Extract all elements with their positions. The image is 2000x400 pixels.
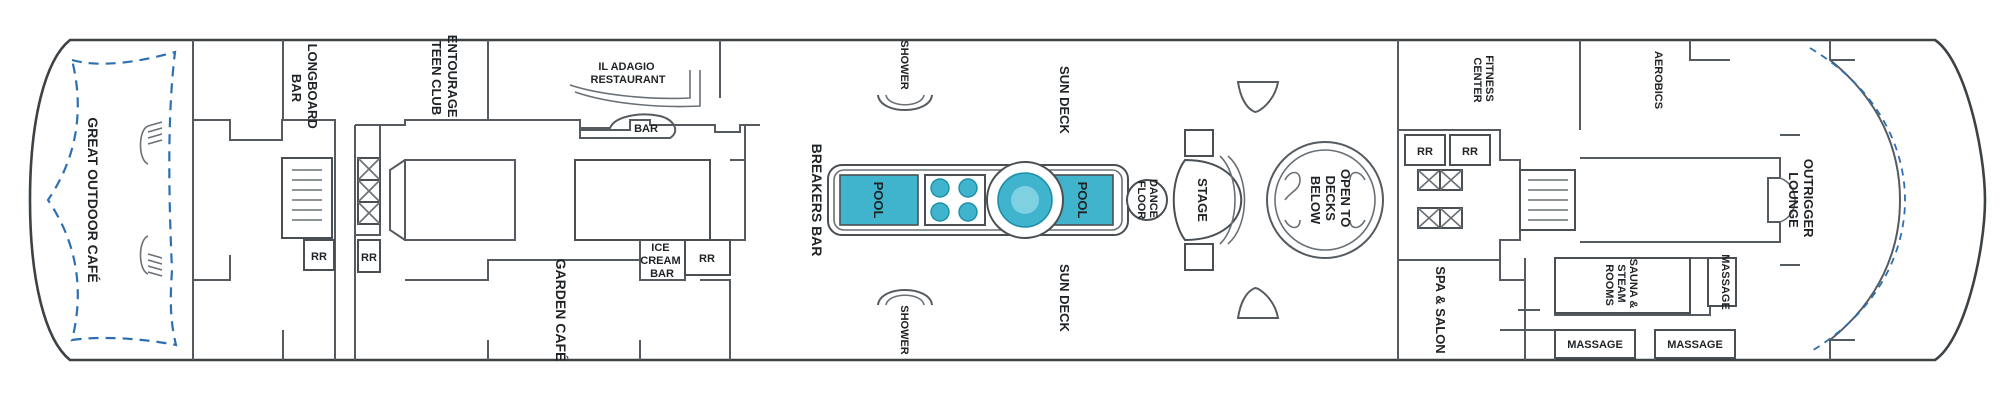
restroom-1 — [303, 239, 335, 271]
pool-left-label: POOL — [871, 182, 886, 219]
shower-upper-label: SHOWER — [898, 40, 910, 90]
breakers-bar-label: BREAKERS BAR — [809, 144, 825, 257]
massage-room-2 — [1554, 329, 1636, 359]
longboard-bar-label: LONGBOARD BAR — [289, 44, 320, 133]
massage-room-1 — [1707, 257, 1737, 307]
massage-room-1-label: MASSAGE — [1719, 254, 1731, 310]
outdoor-cafe-dashed-boundary — [46, 50, 178, 347]
shower-upper: SHOWER — [877, 40, 933, 111]
elevator-bank-aft — [357, 157, 381, 225]
atrium-opening — [1266, 141, 1384, 259]
restroom-2 — [357, 239, 381, 273]
restroom-5-label: RR — [1462, 146, 1478, 158]
bar-counter — [579, 113, 677, 139]
great-outdoor-cafe-label: GREAT OUTDOOR CAFÉ — [85, 117, 101, 282]
massage-room-3-label: MASSAGE — [1667, 339, 1723, 351]
cafe-bench-upper — [139, 121, 163, 165]
shower-lower: SHOWER — [877, 289, 933, 355]
aft-structure-walls — [192, 40, 336, 360]
teen-club-room — [389, 159, 516, 241]
il-adagio-label: IL ADAGIO RESTAURANT — [591, 61, 666, 86]
outrigger-lounge-label: OUTRIGGER LOUNGE — [1786, 159, 1816, 241]
open-to-decks-below-label: OPEN TO DECKS BELOW — [1308, 169, 1353, 231]
stage-side-bench-lower — [1236, 286, 1280, 319]
pool-deck-inner — [833, 169, 1123, 231]
aerobics-label: AEROBICS — [1652, 51, 1664, 109]
ice-cream-bar-label: ICE CREAM BAR — [640, 242, 683, 280]
sun-deck-upper-label: SUN DECK — [1057, 66, 1072, 135]
bow-dashed-boundary — [1809, 47, 1906, 353]
outrigger-lounge-room — [1580, 157, 1781, 243]
sauna-steam-label: SAUNA & STEAM ROOMS — [1603, 259, 1639, 312]
bar-label: BAR — [634, 123, 658, 135]
restroom-4 — [1404, 134, 1446, 166]
entourage-teen-club-label: ENTOURAGE TEEN CLUB — [429, 35, 460, 121]
massage-room-2-label: MASSAGE — [1567, 339, 1623, 351]
fitness-center-label: FITNESS CENTER — [1471, 55, 1495, 105]
longboard-stairs — [281, 157, 333, 239]
stage-label: STAGE — [1195, 178, 1210, 222]
restroom-5 — [1449, 134, 1491, 166]
pool-right-label: POOL — [1075, 182, 1090, 219]
restroom-4-label: RR — [1417, 146, 1433, 158]
restroom-1-label: RR — [311, 251, 327, 263]
garden-cafe-label: GARDEN CAFÉ — [553, 259, 569, 362]
sauna-steam-rooms — [1554, 257, 1691, 314]
hot-tubs — [924, 174, 986, 226]
pool-left — [839, 174, 919, 226]
massage-room-3 — [1654, 329, 1736, 359]
cafe-bench-lower — [139, 235, 163, 277]
shower-lower-label: SHOWER — [898, 305, 910, 355]
spa-salon-label: SPA & SALON — [1433, 266, 1448, 353]
il-adagio-curve — [569, 70, 701, 108]
dance-floor-label: DANCE FLOOR — [1135, 179, 1159, 221]
stage-side-bench-upper — [1236, 81, 1280, 114]
restroom-3 — [684, 239, 731, 276]
garden-cafe-room — [574, 159, 711, 241]
dance-floor — [1126, 179, 1168, 221]
stage — [1172, 129, 1246, 271]
fountain — [986, 161, 1064, 239]
elevator-bank-forward — [1417, 169, 1463, 229]
forward-stairs — [1519, 169, 1576, 231]
restroom-3-label: RR — [699, 253, 715, 265]
restroom-2-label: RR — [361, 252, 377, 264]
sun-deck-lower-label: SUN DECK — [1057, 264, 1072, 333]
